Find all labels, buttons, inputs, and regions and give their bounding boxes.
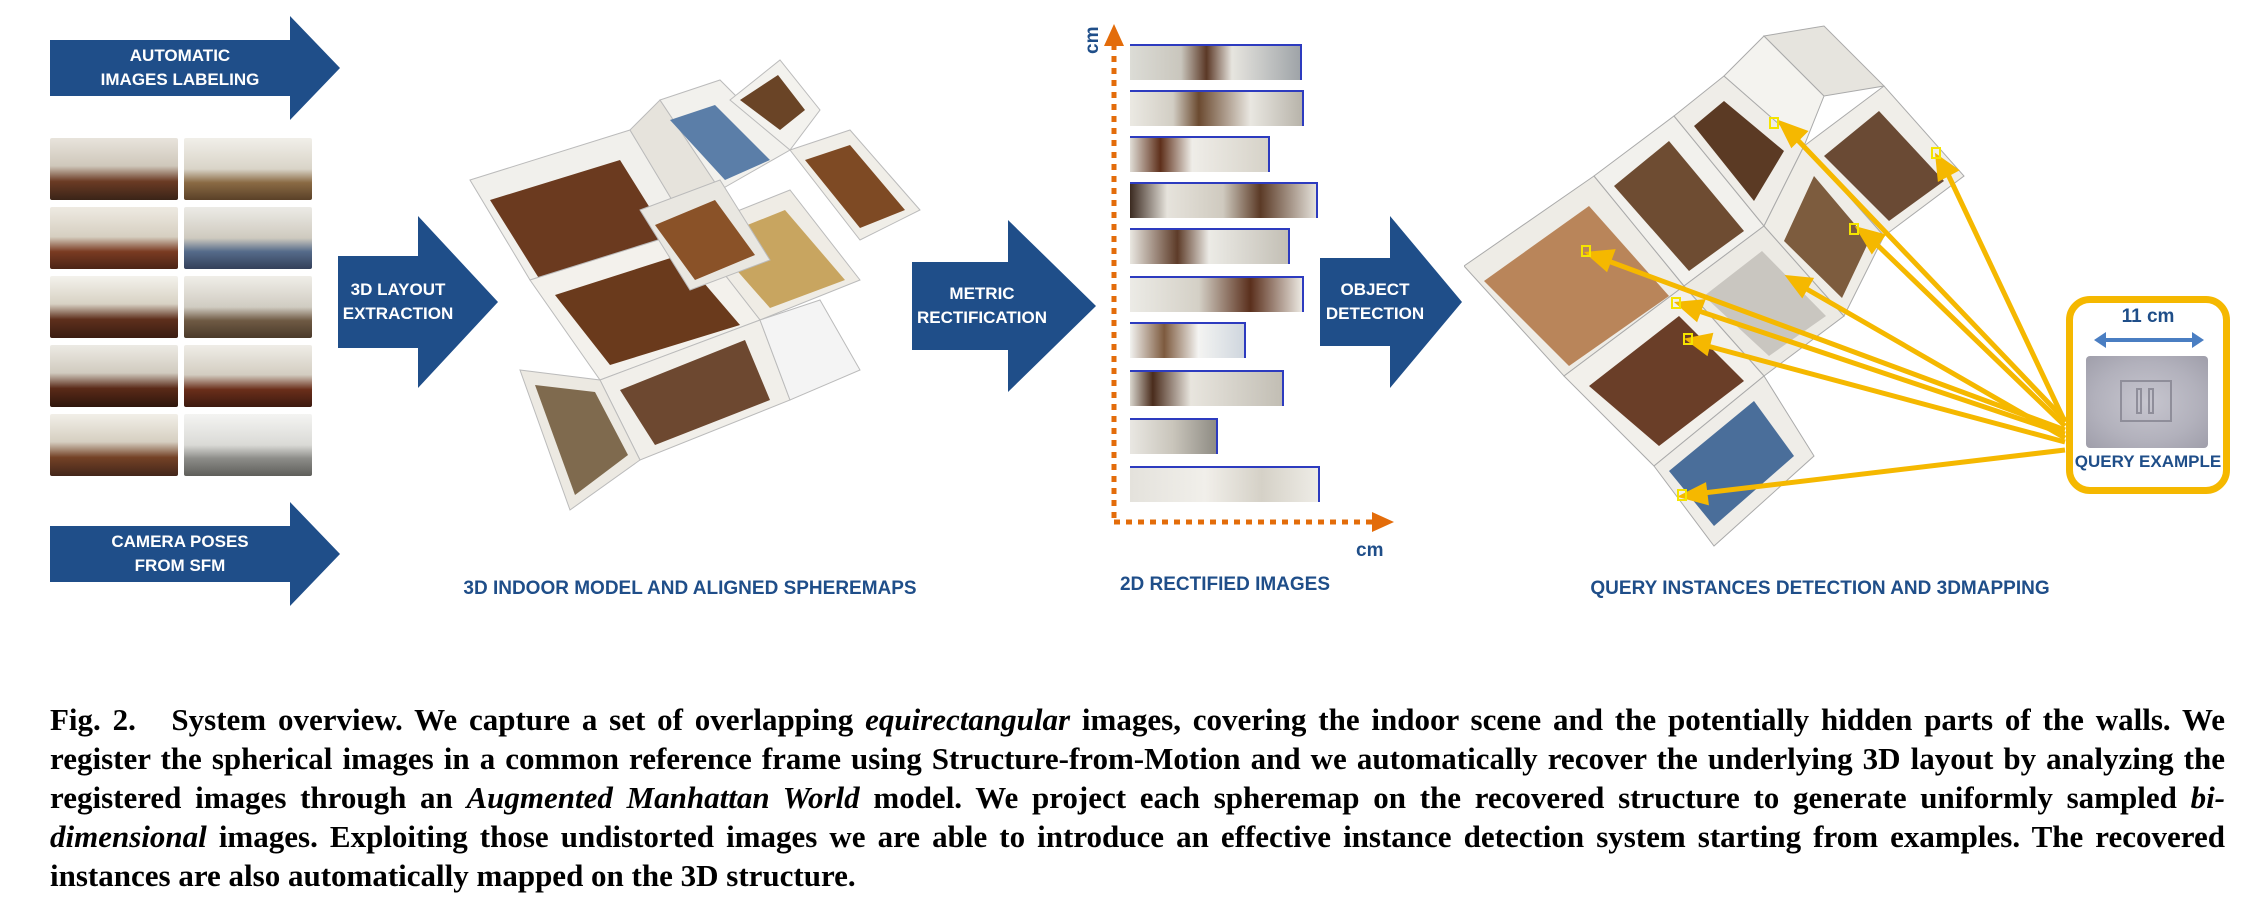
caption-text-4: images. Exploiting those undistorted ima… — [50, 819, 2225, 893]
caption-emphasis-3: bi-dimensional — [50, 780, 2225, 854]
spheremap-thumbnail — [184, 276, 312, 338]
arrow-metric-rectification — [912, 220, 1096, 392]
arrow-object-detection-label: OBJECT DETECTION — [1325, 280, 1425, 323]
arrow-layout-extraction — [338, 216, 498, 388]
rectified-image — [1130, 136, 1270, 172]
caption-emphasis-2: Augmented Manhattan World — [466, 780, 860, 815]
rectified-image — [1130, 370, 1284, 406]
x-axis-unit: cm — [1356, 540, 1384, 561]
section-title-indoor-model: 3D INDOOR MODEL AND ALIGNED SPHEREMAPS — [463, 578, 917, 599]
caption-text-1: System overview. We capture a set of ove… — [171, 702, 866, 737]
arrow-automatic-labeling-label: AUTOMATIC IMAGES LABELING — [100, 46, 260, 89]
rectified-image — [1130, 418, 1218, 454]
query-example-label: QUERY EXAMPLE — [2074, 452, 2222, 471]
arrow-camera-poses-label: CAMERA POSES FROM SFM — [111, 532, 249, 575]
query-size-label: 11 cm — [2121, 306, 2175, 327]
rectified-image — [1130, 322, 1246, 358]
rectified-image — [1130, 182, 1318, 218]
spheremap-thumbnail — [50, 345, 178, 407]
spheremap-thumbnail — [50, 207, 178, 269]
figure-label: Fig. 2. — [50, 702, 136, 737]
arrow-automatic-labeling — [50, 16, 340, 120]
caption-emphasis-1: equirectangular — [865, 702, 1071, 737]
query-example-image — [2086, 356, 2208, 448]
query-size-dimension-arrow — [2094, 332, 2204, 348]
arrow-metric-rectification-label: METRIC RECTIFICATION — [916, 284, 1047, 327]
arrow-camera-poses — [50, 502, 340, 606]
caption-text-3: model. We project each spheremap on the … — [859, 780, 2191, 815]
spheremap-thumbnail — [184, 138, 312, 200]
caption-text-2: images, covering the indoor scene and th… — [50, 702, 2226, 815]
y-axis-unit: cm — [1082, 26, 1103, 54]
arrow-layout-extraction-label: 3D LAYOUT EXTRACTION — [342, 280, 454, 323]
rectified-image — [1130, 44, 1302, 80]
spheremap-thumbnail — [50, 138, 178, 200]
rectified-image — [1130, 276, 1304, 312]
query-3d-model — [1464, 25, 1965, 547]
spheremap-thumbnail — [184, 414, 312, 476]
section-title-query-detection: QUERY INSTANCES DETECTION AND 3DMAPPING — [1590, 578, 2050, 599]
spheremap-thumbnail — [184, 345, 312, 407]
indoor-3d-model — [469, 59, 921, 511]
rectified-image — [1130, 90, 1304, 126]
rectified-axes — [1104, 24, 1394, 532]
figure-caption: Fig. 2. System overview. We capture a se… — [50, 700, 2225, 895]
section-title-rectified-images: 2D RECTIFIED IMAGES — [1119, 574, 1331, 595]
detection-mapping-lines — [1581, 117, 2068, 506]
switch-icon — [2120, 380, 2172, 422]
arrow-object-detection — [1320, 216, 1462, 388]
rectified-image — [1130, 228, 1290, 264]
spheremap-thumbnail — [50, 276, 178, 338]
rectified-image — [1130, 466, 1320, 502]
spheremap-thumbnail — [50, 414, 178, 476]
spheremap-thumbnail — [184, 207, 312, 269]
